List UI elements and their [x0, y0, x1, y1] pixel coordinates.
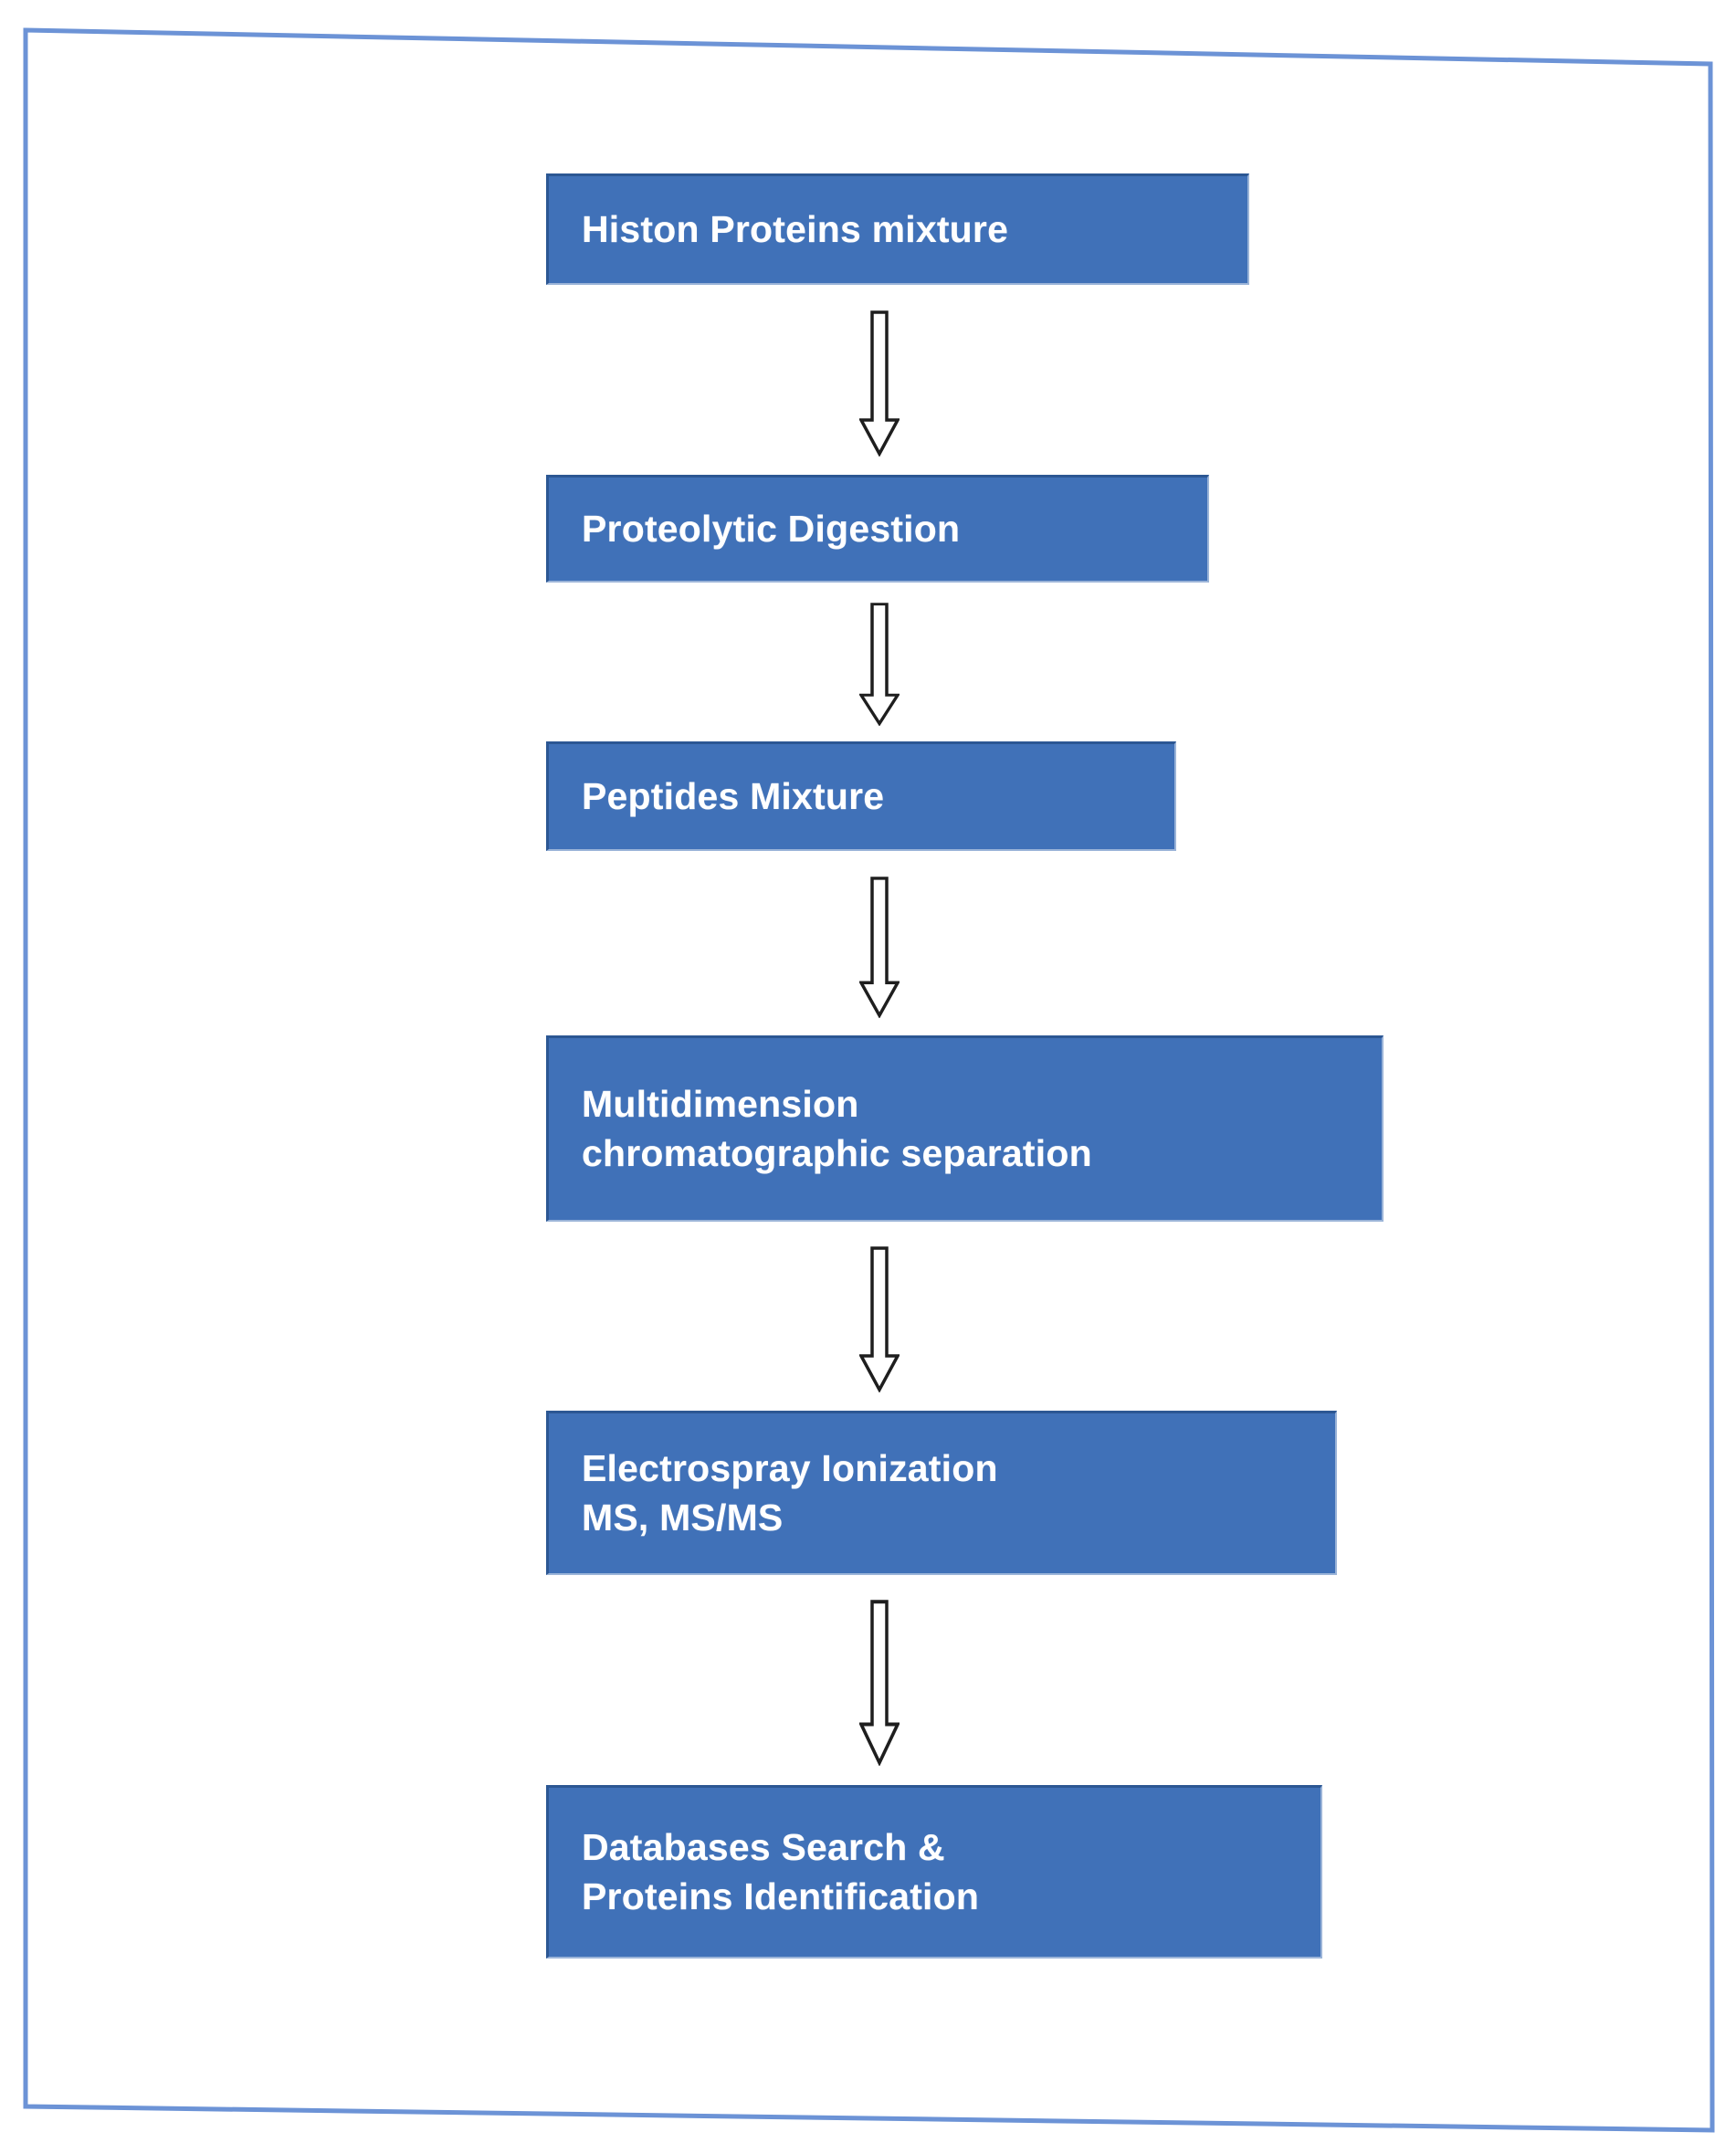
flow-arrow-1 — [859, 310, 900, 457]
flow-node-label: Proteolytic Digestion — [582, 507, 961, 550]
flow-node-multidimension-chromatographic-separation[interactable]: Multidimension chromatographic separatio… — [546, 1035, 1384, 1222]
flow-node-label-line1: Multidimension — [582, 1083, 859, 1126]
flow-node-label: Histon Proteins mixture — [582, 207, 1009, 250]
flow-arrow-5 — [859, 1600, 900, 1766]
flow-node-electrospray-ionization[interactable]: Electrospray Ionization MS, MS/MS — [546, 1411, 1337, 1575]
hollow-down-arrow-icon — [859, 877, 900, 1018]
flow-arrow-2 — [859, 603, 900, 726]
hollow-down-arrow-icon — [859, 603, 900, 726]
hollow-down-arrow-icon — [859, 310, 900, 457]
flow-node-histon-proteins-mixture[interactable]: Histon Proteins mixture — [546, 173, 1249, 285]
flow-node-label-line2: chromatographic separation — [582, 1131, 1092, 1174]
flow-arrow-3 — [859, 877, 900, 1018]
hollow-down-arrow-icon — [859, 1246, 900, 1392]
flow-node-label-line1: Electrospray Ionization — [582, 1447, 998, 1490]
flow-node-label: Peptides Mixture — [582, 774, 885, 817]
flow-arrow-4 — [859, 1246, 900, 1392]
flow-node-label-line2: Proteins Identification — [582, 1875, 980, 1917]
hollow-down-arrow-icon — [859, 1600, 900, 1766]
flow-node-label-line1: Databases Search & — [582, 1826, 945, 1869]
flow-node-proteolytic-digestion[interactable]: Proteolytic Digestion — [546, 475, 1209, 583]
flow-node-databases-search-proteins-identification[interactable]: Databases Search & Proteins Identificati… — [546, 1785, 1322, 1959]
flow-node-label-line2: MS, MS/MS — [582, 1496, 784, 1539]
flow-node-peptides-mixture[interactable]: Peptides Mixture — [546, 741, 1176, 851]
